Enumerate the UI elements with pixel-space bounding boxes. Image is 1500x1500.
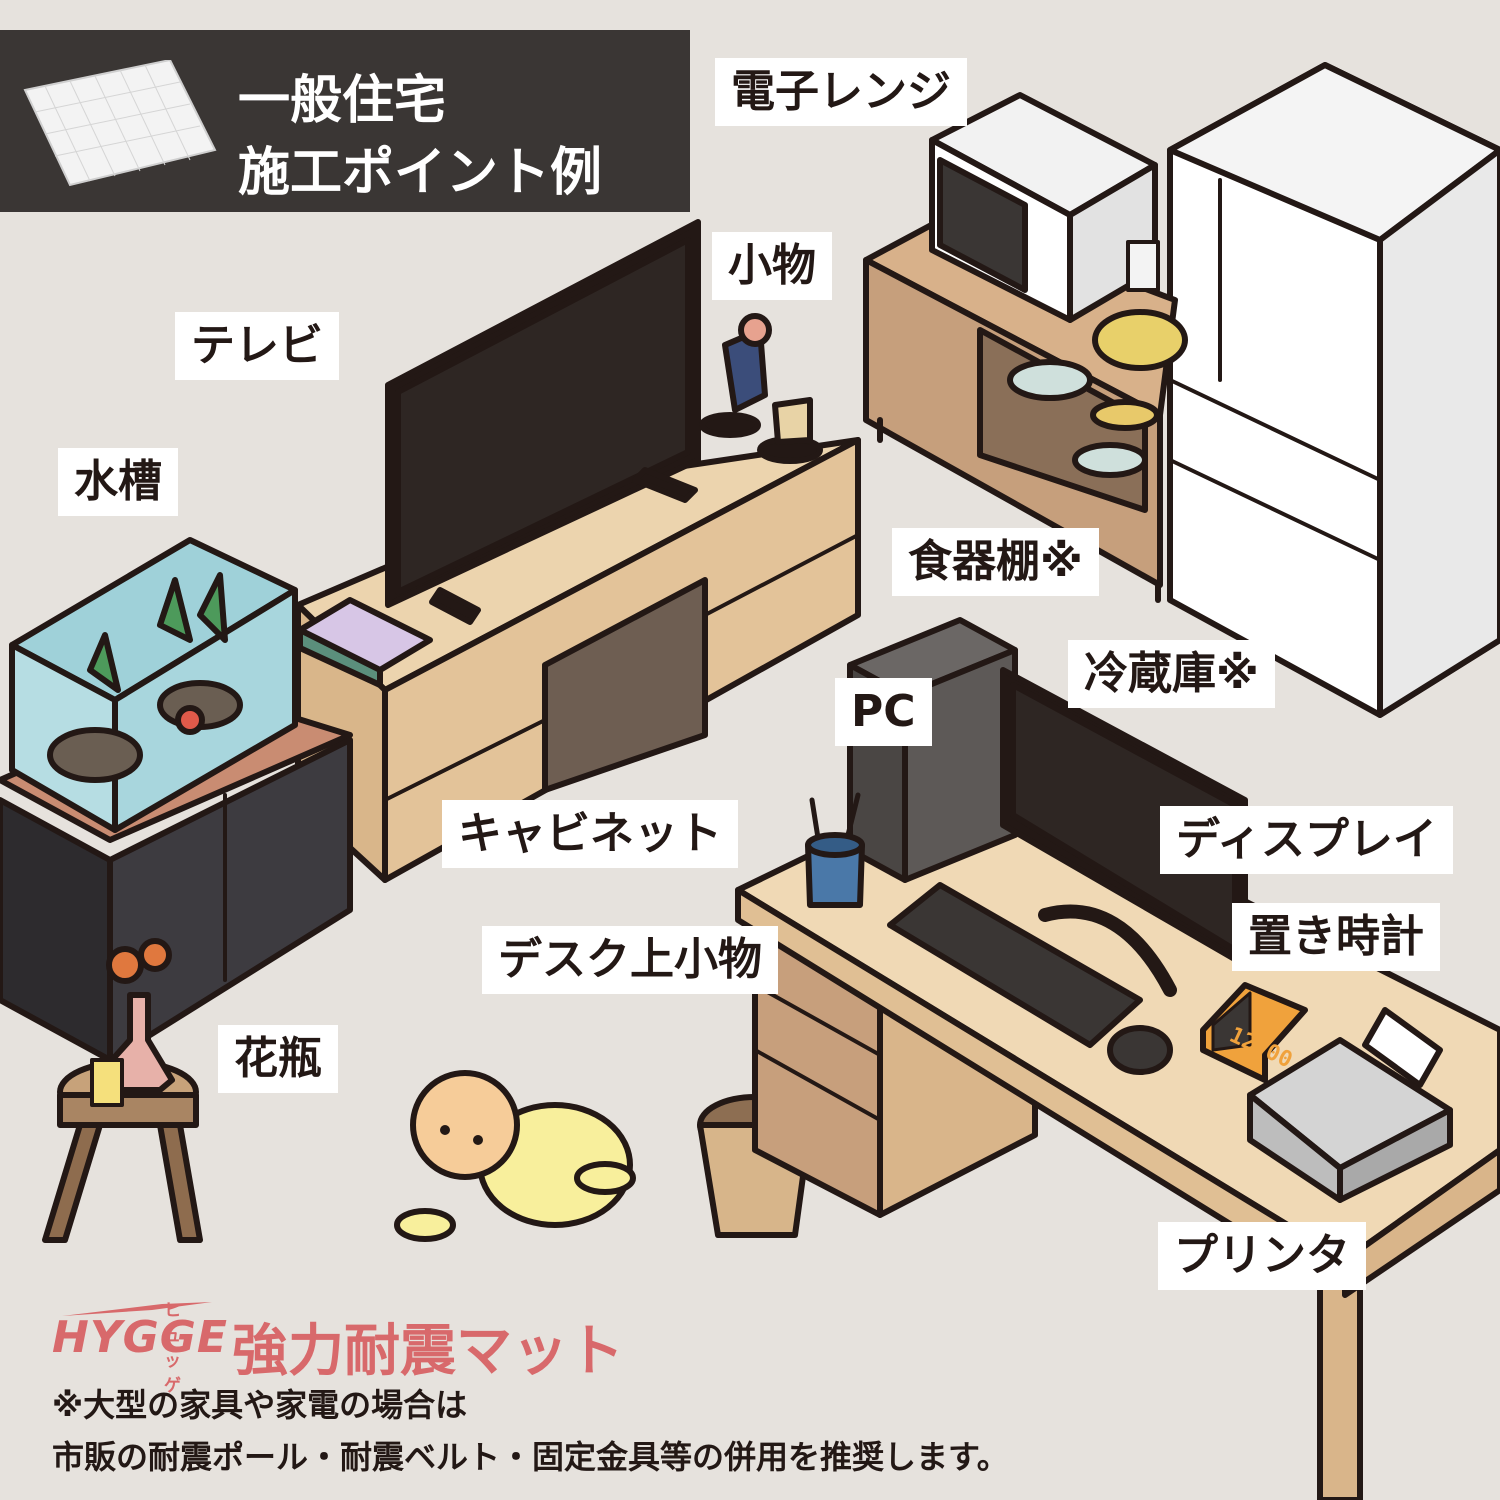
label-printer: プリンタ: [1158, 1222, 1366, 1290]
label-display: ディスプレイ: [1160, 806, 1453, 874]
mouse: [1107, 1025, 1173, 1075]
title-banner: 一般住宅 施工ポイント例: [0, 30, 690, 212]
microwave: [929, 92, 1158, 323]
keyboard: [887, 882, 1143, 1048]
pc-tower: [847, 617, 1018, 883]
label-refrigerator: 冷蔵庫※: [1068, 640, 1275, 708]
label-cupboard: 食器棚※: [892, 528, 1099, 596]
table-clock: [1200, 982, 1308, 1083]
baby: [394, 1070, 636, 1242]
books: [297, 597, 433, 688]
brand-swoosh: [62, 1302, 212, 1316]
brand-name: HYGGE: [52, 1312, 228, 1363]
label-tv: テレビ: [175, 312, 339, 380]
cupboard: [863, 212, 1178, 603]
note-line-2: 市販の耐震ポール・耐震ベルト・固定金具等の併用を推奨します。: [52, 1438, 1009, 1476]
label-cabinet: キャビネット: [442, 800, 738, 868]
figurines: [699, 313, 823, 464]
printer: [1247, 1007, 1453, 1203]
title-line-1: 一般住宅: [238, 71, 447, 131]
label-vase: 花瓶: [218, 1025, 338, 1093]
label-pc: PC: [835, 678, 932, 746]
aquarium: [9, 537, 298, 833]
note-line-1: ※大型の家具や家電の場合は: [52, 1386, 468, 1424]
label-aquarium: 水槽: [58, 448, 178, 516]
pencil-cup: [805, 792, 865, 908]
refrigerator: [1167, 62, 1500, 718]
brand-name-kana: ヒュッゲ: [164, 1301, 181, 1396]
title-line-2: 施工ポイント例: [238, 143, 603, 203]
mat-product-image: [23, 60, 217, 187]
label-small-items: 小物: [712, 232, 832, 300]
label-microwave: 電子レンジ: [715, 58, 967, 126]
label-desk-items: デスク上小物: [482, 926, 778, 994]
label-table-clock: 置き時計: [1232, 903, 1440, 971]
television: [385, 219, 701, 625]
dishes: [1092, 240, 1188, 371]
product-name: 強力耐震マット: [232, 1319, 624, 1384]
flower-vase: [90, 938, 175, 1107]
